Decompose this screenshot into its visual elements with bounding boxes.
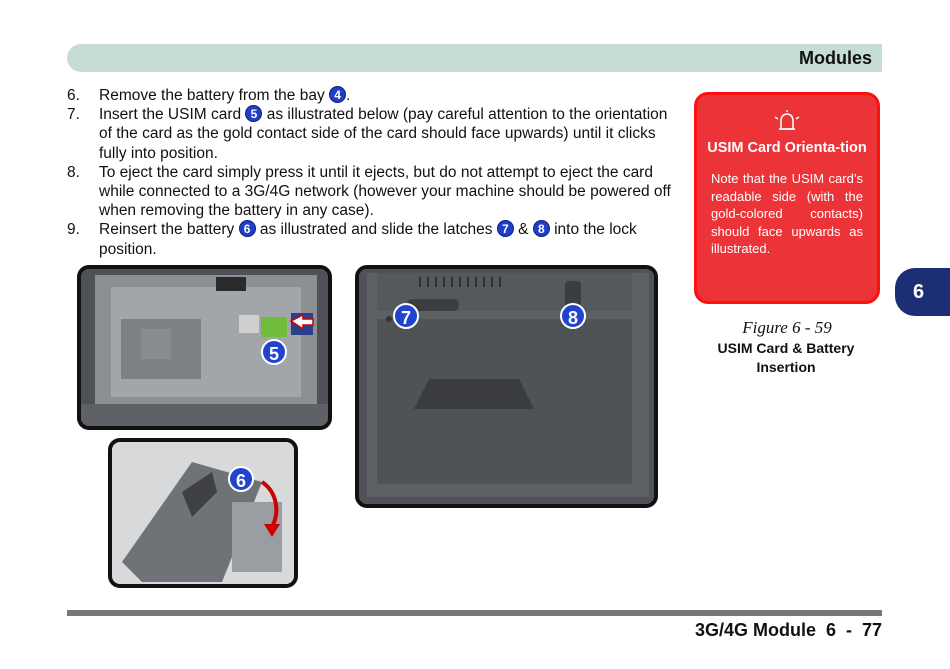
page-section-title: Modules [798, 48, 872, 68]
alert-bell-icon [697, 109, 877, 135]
battery-reinsert-illustration [112, 442, 294, 584]
usim-insertion-photo: 5 [77, 265, 332, 430]
figure-label: Figure 6 - 59 [742, 318, 832, 337]
marker-5: 5 [261, 339, 287, 365]
note-box: USIM Card Orienta-tion Note that the USI… [694, 92, 880, 304]
note-title: USIM Card Orienta-tion [707, 140, 867, 156]
step-7: 7. Insert the USIM card 5 as illustrated… [67, 105, 668, 162]
footer-divider [67, 610, 882, 616]
note-body: Note that the USIM card’s readable side … [711, 171, 863, 256]
callout-badge-7: 7 [496, 220, 514, 238]
battery-bay-illustration [81, 269, 328, 426]
marker-6: 6 [228, 466, 254, 492]
step-8: 8. To eject the card simply press it unt… [67, 163, 671, 220]
marker-8: 8 [560, 303, 586, 329]
step-6: 6. Remove the battery from the bay 4. [67, 86, 351, 104]
page-footer: 3G/4G Module 6 - 77 [694, 620, 882, 640]
callout-badge-5: 5 [245, 105, 263, 123]
callout-badge-6: 6 [238, 220, 256, 238]
callout-badge-8: 8 [532, 220, 550, 238]
header-bar: Modules [67, 44, 882, 72]
marker-7: 7 [393, 303, 419, 329]
chapter-tab[interactable]: 6 [895, 268, 950, 316]
battery-reinsertion-photo: 6 [108, 438, 298, 588]
callout-badge-4: 4 [329, 86, 347, 103]
step-9: 9. Reinsert the battery 6 as illustrated… [67, 220, 637, 258]
figure-caption: USIM Card & Battery Insertion [717, 340, 855, 375]
instruction-list: 6. Remove the battery from the bay 4. 7.… [67, 86, 677, 259]
battery-latch-photo: 7 8 [355, 265, 658, 508]
